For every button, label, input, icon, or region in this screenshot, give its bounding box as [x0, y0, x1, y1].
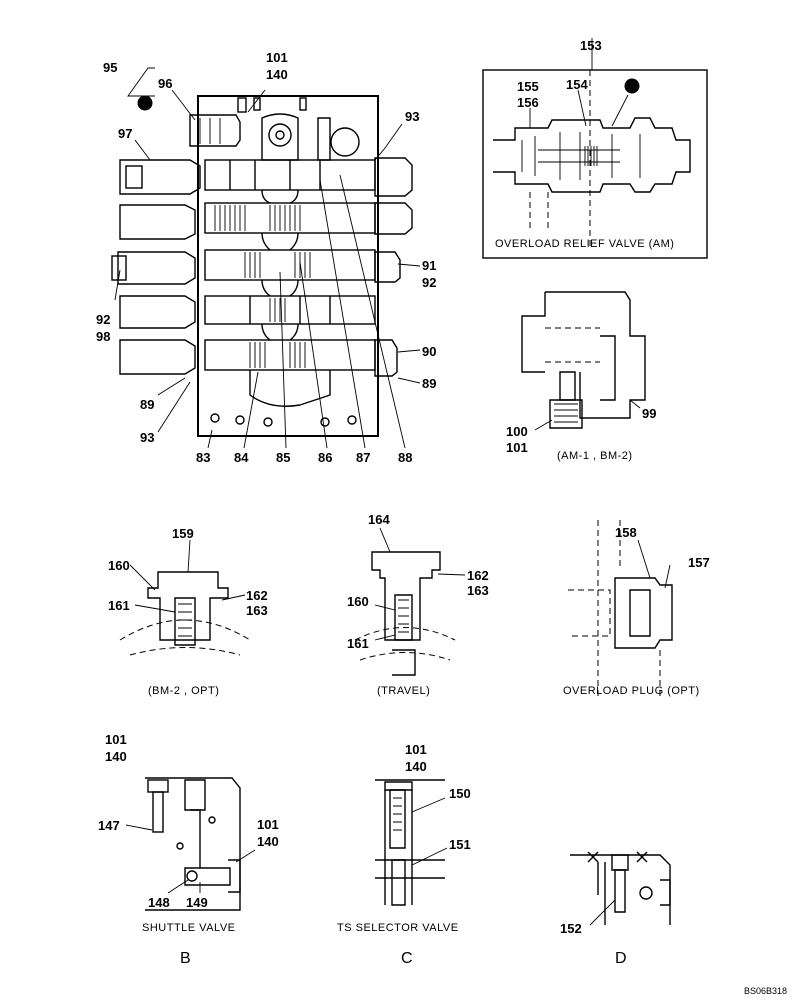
section-letter-c: C	[401, 950, 413, 967]
callout-101-top: 101	[266, 50, 288, 65]
callout-157: 157	[688, 555, 710, 570]
callout-162-travel: 162	[467, 568, 489, 583]
callout-161-travel: 161	[347, 636, 369, 651]
main-valve-body	[197, 95, 379, 437]
callout-93-top: 93	[405, 109, 419, 124]
callout-97: 97	[118, 126, 132, 141]
captions: OVERLOAD RELIEF VALVE (AM) (AM-1 , BM-2)…	[142, 238, 700, 934]
callout-89-right: 89	[422, 376, 436, 391]
callout-93-left: 93	[140, 430, 154, 445]
callout-161-bm2: 161	[108, 598, 130, 613]
callout-101-am: 101	[506, 440, 528, 455]
ts-selector-valve-detail	[375, 779, 448, 906]
callout-160-bm2: 160	[108, 558, 130, 573]
callout-95: 95	[103, 60, 117, 75]
callout-140-top: 140	[266, 67, 288, 82]
callout-100: 100	[506, 424, 528, 439]
callout-156: 156	[517, 95, 539, 110]
callout-89-left: 89	[140, 397, 154, 412]
callout-140-shuttle-top: 140	[105, 749, 127, 764]
callout-92-left: 92	[96, 312, 110, 327]
callout-83: 83	[196, 450, 210, 465]
callout-101-shuttle-top: 101	[105, 732, 127, 747]
caption-ts-selector-valve: TS SELECTOR VALVE	[337, 922, 459, 934]
spool-rows	[204, 159, 376, 371]
callout-99: 99	[642, 406, 656, 421]
callout-85: 85	[276, 450, 290, 465]
left-spool-caps	[111, 159, 201, 375]
d-detail	[570, 851, 671, 926]
callout-90: 90	[422, 344, 436, 359]
caption-am1-bm2: (AM-1 , BM-2)	[557, 450, 633, 462]
right-spool-caps	[374, 157, 413, 377]
shuttle-valve-detail	[125, 777, 256, 911]
callout-101-ts: 101	[405, 742, 427, 757]
drawing-code: BS06B318	[744, 986, 787, 996]
section-letters: B C D	[180, 950, 627, 967]
callout-88: 88	[398, 450, 412, 465]
callout-140-ts: 140	[405, 759, 427, 774]
callout-150: 150	[449, 786, 471, 801]
callout-86: 86	[318, 450, 332, 465]
callout-160-travel: 160	[347, 594, 369, 609]
callout-163-travel: 163	[467, 583, 489, 598]
callout-151: 151	[449, 837, 471, 852]
callout-147: 147	[98, 818, 120, 833]
callout-163-bm2: 163	[246, 603, 268, 618]
caption-travel: (TRAVEL)	[377, 685, 430, 697]
overload-relief-valve-box	[482, 38, 708, 259]
caption-bm2-opt: (BM-2 , OPT)	[148, 685, 219, 697]
callout-158: 158	[615, 525, 637, 540]
callout-84: 84	[234, 450, 249, 465]
callout-87: 87	[356, 450, 370, 465]
travel-detail	[354, 527, 466, 676]
callout-91: 91	[422, 258, 436, 273]
callout-101-shuttle-right: 101	[257, 817, 279, 832]
top-left-valve-96	[137, 95, 241, 147]
callout-140-shuttle-right: 140	[257, 834, 279, 849]
main-leaders	[114, 67, 421, 449]
caption-shuttle-valve: SHUTTLE VALVE	[142, 922, 236, 934]
overload-plug-detail	[568, 520, 673, 700]
callout-162-bm2: 162	[246, 588, 268, 603]
callout-96: 96	[158, 76, 172, 91]
am1-bm2-detail	[521, 291, 646, 431]
callout-152: 152	[560, 921, 582, 936]
section-letter-b: B	[180, 950, 191, 967]
section-letter-d: D	[615, 950, 627, 967]
callout-159: 159	[172, 526, 194, 541]
callout-164: 164	[368, 512, 390, 527]
caption-overload-relief-valve: OVERLOAD RELIEF VALVE (AM)	[495, 238, 674, 250]
callout-155: 155	[517, 79, 539, 94]
callout-98: 98	[96, 329, 110, 344]
callout-154: 154	[566, 77, 588, 92]
callout-149: 149	[186, 895, 208, 910]
bm2-opt-detail	[119, 539, 251, 656]
callout-148: 148	[148, 895, 170, 910]
callout-92-right: 92	[422, 275, 436, 290]
caption-overload-plug: OVERLOAD PLUG (OPT)	[563, 685, 700, 697]
callout-153: 153	[580, 38, 602, 53]
callout-labels: 95 96 97 101 140 93 91 92 92 98 90 89 89…	[96, 38, 710, 936]
